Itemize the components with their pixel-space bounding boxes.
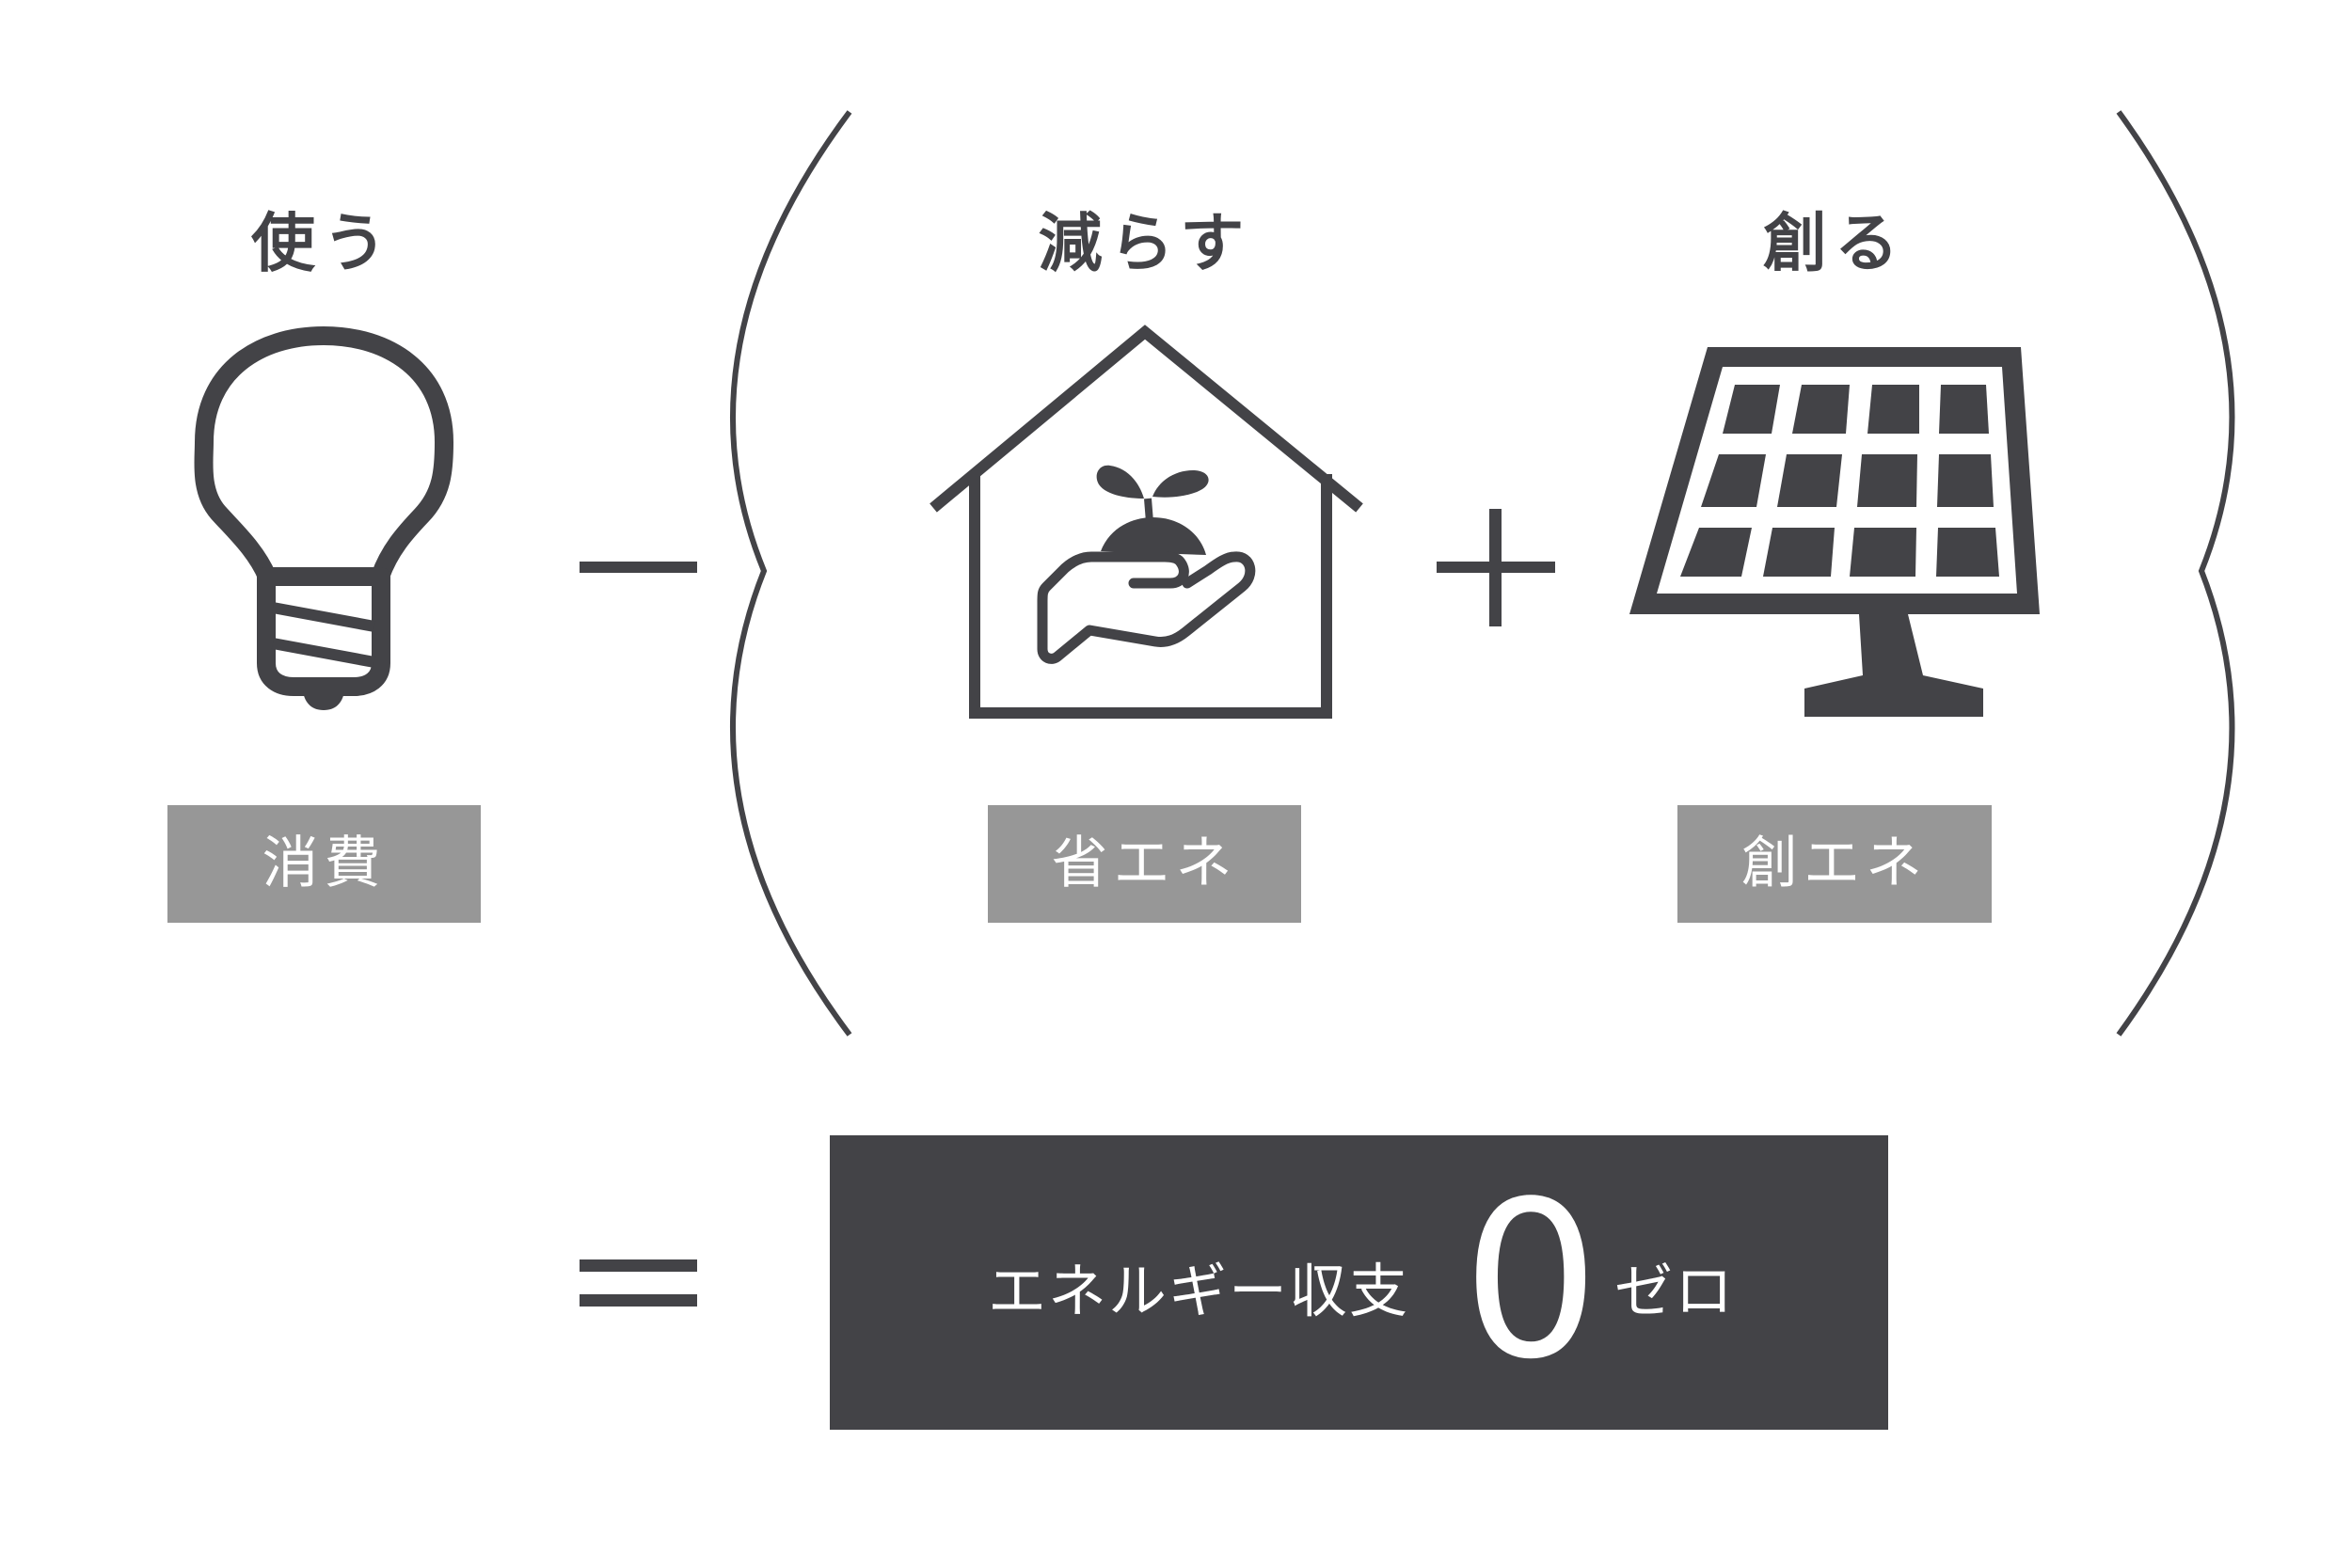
plus-operator-vertical (1489, 509, 1502, 626)
result-suffix: ゼロ (1614, 1257, 1736, 1325)
heading-use: 使う (250, 207, 394, 281)
equals-operator-bottom (580, 1294, 697, 1307)
label-energy-saving: 省エネ (988, 805, 1301, 923)
minus-operator (580, 562, 697, 573)
label-energy-creation: 創エネ (1677, 805, 1992, 923)
equals-operator-top (580, 1259, 697, 1272)
heading-create: 創る (1762, 207, 1906, 281)
result-prefix: エネルギー収支 (988, 1257, 1410, 1325)
label-consumption: 消費 (167, 805, 481, 923)
result-value: 0 (1462, 1156, 1600, 1407)
result-box: エネルギー収支 0 ゼロ (830, 1135, 1888, 1430)
heading-reduce: 減らす (1038, 207, 1252, 281)
